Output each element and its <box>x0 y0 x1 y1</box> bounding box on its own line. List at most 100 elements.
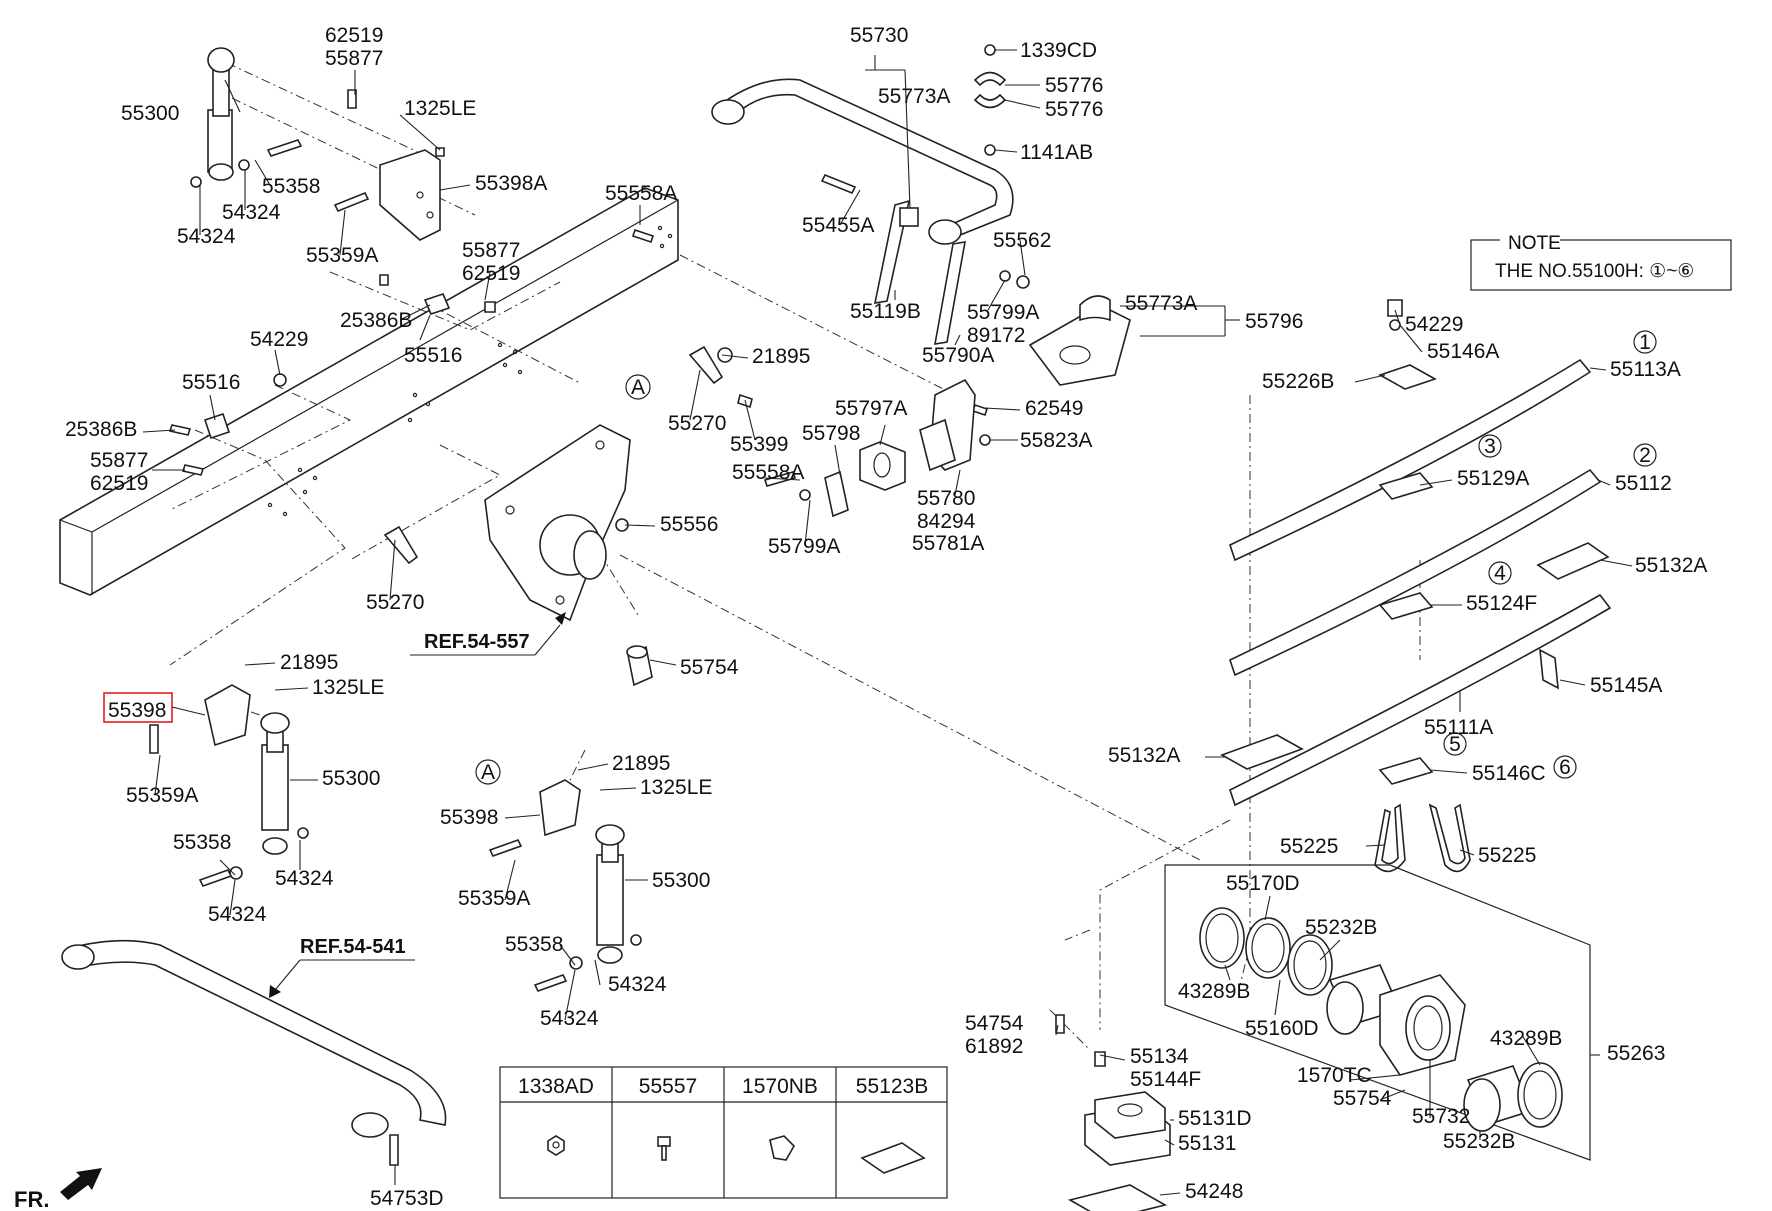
label-55300: 55300 <box>121 102 179 125</box>
label-55124f: 55124F <box>1466 592 1537 615</box>
label-55776: 55776 <box>1045 98 1103 121</box>
label-55877: 55877 <box>325 47 383 70</box>
label-55132a: 55132A <box>1635 554 1707 577</box>
label-54229: 54229 <box>1405 313 1463 336</box>
leader-line <box>1004 99 1041 109</box>
label-89172: 89172 <box>967 324 1025 347</box>
label-25386b: 25386B <box>65 418 137 441</box>
bolt-icon <box>657 1136 671 1161</box>
leader-line <box>559 944 576 966</box>
leaf-spring-55113a <box>1229 358 1592 562</box>
spring-hanger-bracket <box>484 424 631 622</box>
leaf-spring-55112 <box>1229 468 1602 677</box>
leader-line <box>1559 679 1586 686</box>
label-55134: 55134 <box>1130 1045 1189 1068</box>
label-54248: 54248 <box>1185 1180 1243 1203</box>
label-55562: 55562 <box>993 229 1051 252</box>
bracket-55398-left <box>204 684 251 747</box>
label-55232b: 55232B <box>1443 1130 1515 1153</box>
callout-1: 1 <box>1639 331 1651 354</box>
leader-line <box>504 814 541 819</box>
shock-absorber-left <box>149 712 309 887</box>
leader-line <box>721 354 749 359</box>
ref-54-557[interactable]: REF.54-557 <box>424 631 530 653</box>
label-55773a: 55773A <box>1125 292 1197 315</box>
label-55270: 55270 <box>668 412 726 435</box>
legend-table <box>499 1066 948 1199</box>
leader-line <box>484 271 491 301</box>
label-55398: 55398 <box>440 806 498 829</box>
label-55754: 55754 <box>680 656 739 679</box>
label-84294: 84294 <box>917 510 976 533</box>
label-62519: 62519 <box>462 262 520 285</box>
leader-line <box>254 159 271 186</box>
leader-line <box>1354 374 1386 383</box>
label-55877: 55877 <box>90 449 148 472</box>
label-55232b: 55232B <box>1305 916 1377 939</box>
label-55225: 55225 <box>1478 844 1536 867</box>
leader-line <box>229 879 236 916</box>
leader-line <box>142 429 176 433</box>
link-55790a <box>934 241 966 345</box>
bracket-55398a <box>379 149 441 241</box>
label-55300: 55300 <box>652 869 710 892</box>
label-55516: 55516 <box>182 371 240 394</box>
label-55516: 55516 <box>404 344 462 367</box>
direction-label: FR. <box>14 1187 49 1211</box>
leader-line <box>1365 844 1386 847</box>
label-55132a: 55132A <box>1108 744 1180 767</box>
label-55790a: 55790A <box>922 344 994 367</box>
label-55556: 55556 <box>660 513 718 536</box>
leader-line <box>274 349 281 376</box>
ref-arrows <box>269 612 566 998</box>
label-21895: 21895 <box>752 345 810 368</box>
leader-line <box>689 369 701 421</box>
bracket-55796 <box>1028 295 1131 386</box>
label-55799a: 55799A <box>768 535 840 558</box>
leader-line <box>994 149 1018 153</box>
leader-line <box>399 304 431 321</box>
label-55398-highlighted[interactable]: 55398 <box>108 699 166 722</box>
ref-54-541[interactable]: REF.54-541 <box>300 936 406 958</box>
note-box <box>1470 239 1732 291</box>
bracket-55398-center <box>539 779 581 837</box>
note-text: THE NO.55100H: ①~⑥ <box>1495 261 1694 282</box>
label-1325le: 1325LE <box>640 776 712 799</box>
label-55558a: 55558A <box>732 461 804 484</box>
bushing-55797a <box>859 441 906 491</box>
leader-line <box>1224 964 1231 981</box>
label-55359a: 55359A <box>306 244 378 267</box>
label-54754: 54754 <box>965 1012 1024 1035</box>
label-55358: 55358 <box>173 831 231 854</box>
label-55144f: 55144F <box>1130 1068 1201 1091</box>
leader-line <box>804 499 811 546</box>
leader-line <box>1019 239 1026 276</box>
legend-code: 1338AD <box>518 1075 594 1098</box>
label-55263: 55263 <box>1607 1042 1665 1065</box>
label-43289b: 43289B <box>1490 1027 1562 1050</box>
label-55160d: 55160D <box>1245 1017 1319 1040</box>
label-1570tc: 1570TC <box>1297 1064 1372 1087</box>
leader-lines <box>142 49 1633 1196</box>
label-25386b: 25386B <box>340 309 412 332</box>
label-55113a: 55113A <box>1610 358 1681 381</box>
label-55359a: 55359A <box>458 887 530 910</box>
label-55119b: 55119B <box>850 300 921 323</box>
leader-line <box>1319 939 1341 961</box>
label-55359a: 55359A <box>126 784 198 807</box>
pads <box>1220 364 1610 785</box>
leader-line <box>1589 367 1607 371</box>
stabilizer-bar-upper <box>711 78 1014 245</box>
label-55358: 55358 <box>262 175 320 198</box>
label-54324: 54324 <box>208 903 267 926</box>
leader-line <box>594 959 601 986</box>
label-61892: 61892 <box>965 1035 1023 1058</box>
pin-55754 <box>626 645 653 687</box>
leader-line <box>954 469 961 496</box>
callout-5: 5 <box>1449 733 1461 756</box>
leader-line <box>649 659 677 666</box>
label-55111a: 55111A <box>1424 716 1493 739</box>
leader-line <box>599 787 637 791</box>
leader-line <box>339 209 346 256</box>
label-62519: 62519 <box>90 472 148 495</box>
